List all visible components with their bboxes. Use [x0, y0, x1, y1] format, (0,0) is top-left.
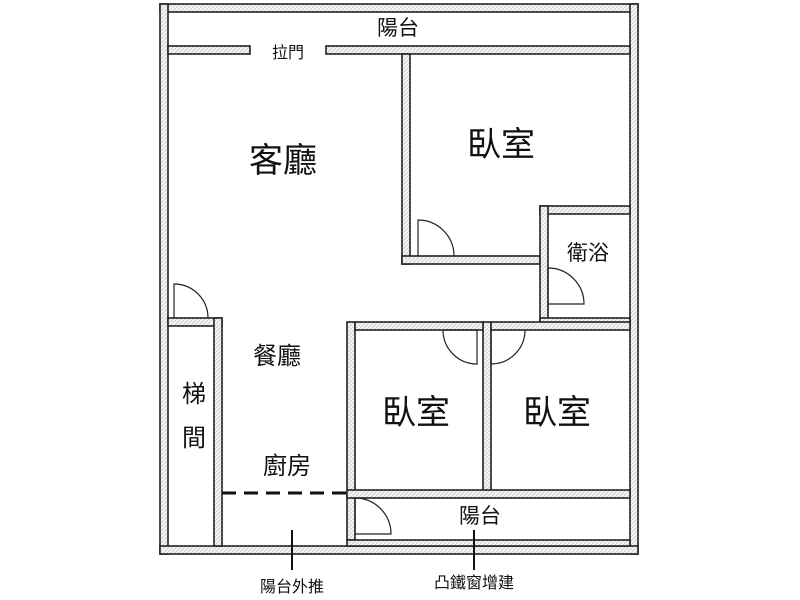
label-balcony-top: 陽台 — [377, 16, 419, 40]
label-living-room: 客廳 — [249, 141, 317, 181]
balcony-top-wall — [167, 45, 631, 55]
label-dining-room: 餐廳 — [253, 342, 301, 370]
bedrooms-middle-walls — [346, 321, 631, 541]
note-balcony-extension: 陽台外推 — [260, 577, 324, 596]
balcony-bottom-walls — [346, 539, 631, 547]
stairwell-walls — [167, 317, 223, 547]
label-stairwell-2: 間 — [182, 424, 206, 452]
outer-walls — [159, 3, 639, 555]
door-bedroom-mid — [442, 329, 478, 365]
door-bedroom-right — [490, 329, 526, 365]
label-balcony-bottom: 陽台 — [459, 504, 501, 528]
bathroom-walls — [539, 205, 631, 327]
label-bedroom-top: 臥室 — [467, 125, 535, 165]
label-bedroom-mid: 臥室 — [382, 393, 450, 433]
door-balcony-bottom — [354, 497, 392, 535]
note-bay-window: 凸鐵窗增建 — [434, 573, 514, 592]
label-sliding-door: 拉門 — [272, 43, 304, 62]
label-bedroom-right: 臥室 — [523, 393, 591, 433]
door-swings — [173, 219, 585, 535]
door-bedroom-top — [417, 219, 455, 257]
door-stairwell — [173, 283, 209, 319]
label-kitchen: 廚房 — [263, 452, 311, 480]
label-stairwell: 梯 — [182, 380, 206, 408]
label-bathroom: 衛浴 — [567, 241, 609, 265]
door-bathroom — [547, 267, 585, 310]
